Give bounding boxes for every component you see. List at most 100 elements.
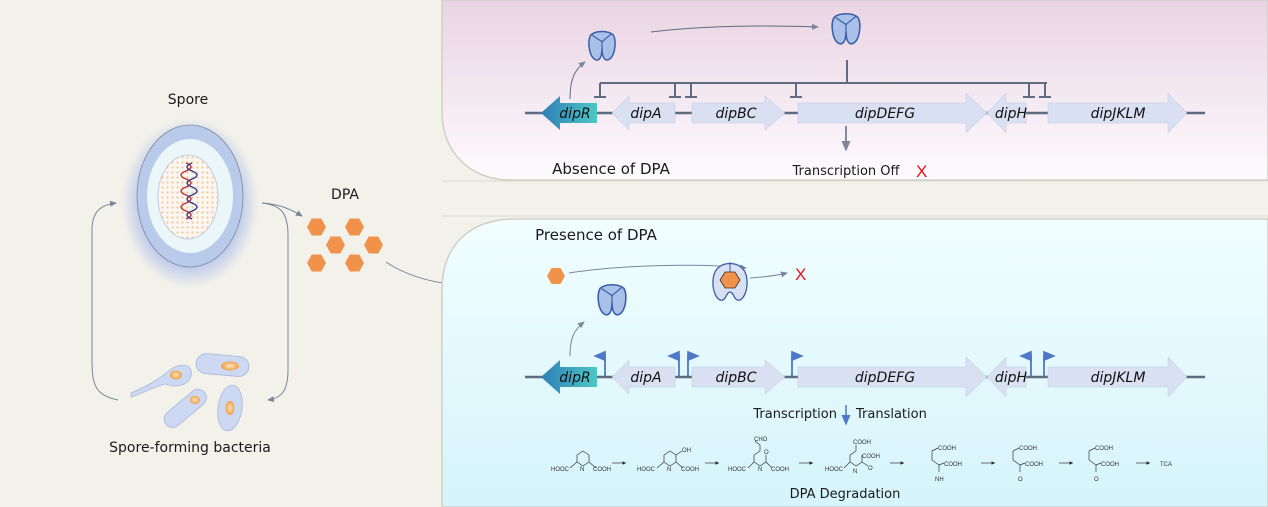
dpa-hexagon-icon [326,236,345,254]
expression-arrow [569,321,585,357]
bacterium-icon [130,364,192,398]
svg-text:O: O [764,450,769,456]
svg-text:OH: OH [682,448,691,454]
bacterium-icon [163,388,207,428]
gene-dipBC [691,359,786,395]
inhibit-x-mark: X [795,265,806,284]
svg-text:HOOC: HOOC [728,467,747,473]
gene-dipR [541,96,597,130]
dpa-hexagon-icon [307,254,326,272]
molecule-structure [569,450,597,469]
gene-dipH [986,92,1027,134]
spore-illustration [122,118,258,288]
gene-label: dipBC [715,370,756,386]
dpa-degradation-label: DPA Degradation [790,487,901,502]
svg-text:N: N [758,467,762,473]
svg-text:COOH: COOH [1101,462,1119,468]
svg-text:HOOC: HOOC [551,467,570,473]
spore-label: Spore [168,92,208,108]
release-arrow [261,202,303,217]
dpa-molecules [307,218,383,272]
svg-text:COOH: COOH [1025,462,1043,468]
repressor-move-arrow [650,23,819,33]
gene-label: dipDEFG [855,106,915,122]
expression-arrow [569,61,586,100]
gene-label: dipDEFG [855,370,915,386]
gene-dipA [611,359,676,395]
molecule-structure [843,445,869,469]
molecule-structure [747,440,773,469]
promoter-icon [687,350,700,377]
svg-text:N: N [667,467,671,473]
dpa-degradation-pathway [569,440,1150,472]
inhibit-arrow [749,271,788,279]
presence-title: Presence of DPA [535,226,658,244]
dpa-repressor-complex-icon [712,262,748,301]
promoter-icon [593,350,606,377]
gene-dipJKLM [1047,92,1188,134]
svg-text:O: O [1018,477,1023,483]
bottom-gene-cluster: dipR dipA dipBC dipDEFG dipH dipJKLM [525,356,1205,398]
svg-text:NH: NH [935,477,944,483]
svg-text:COOH: COOH [593,467,611,473]
svg-text:COOH: COOH [681,467,699,473]
gene-label: dipJKLM [1091,106,1146,122]
presence-panel: Presence of DPA X di [441,215,1268,507]
gene-dipH [986,356,1027,398]
bacterium-icon [217,384,243,432]
gene-dipBC [691,95,786,131]
molecule-structure [1088,447,1102,472]
pathway-labels: HOOC N COOH HOOC N COOH OH HOOC N COOH C… [551,437,1172,483]
gene-label: dipA [630,370,661,386]
cycle-arrow-down [261,202,289,403]
left-panel: Spore DPA [91,92,529,456]
gene-label: dipR [559,106,590,122]
promoter-icon [791,350,804,377]
transcription-label: Transcription [752,407,837,422]
tca-label: TCA [1160,462,1172,468]
gene-label: dipA [630,106,661,122]
absence-title: Absence of DPA [552,160,670,178]
svg-text:COOH: COOH [862,454,880,460]
svg-text:COOH: COOH [944,462,962,468]
dpa-label: DPA [331,187,359,203]
translation-label: Translation [855,407,927,422]
gene-label: dipJKLM [1091,370,1146,386]
gene-label: dipH [995,370,1028,386]
dpa-hexagon-icon [345,218,364,236]
molecule-structure [931,447,945,472]
gene-dipDEFG [797,92,988,134]
svg-text:COOH: COOH [1019,446,1037,452]
gene-dipR [541,360,597,394]
bacteria-illustration [130,353,250,432]
bacteria-label: Spore-forming bacteria [109,440,271,456]
dna-helix-icon [180,162,198,220]
transcription-off-label: Transcription Off [792,164,901,179]
bacterium-icon [195,353,250,377]
svg-text:N: N [853,469,857,475]
cycle-arrow-up [91,200,119,401]
svg-text:HOOC: HOOC [825,467,844,473]
svg-text:N: N [580,467,584,473]
repression-bracket [594,60,1051,98]
svg-text:COOH: COOH [938,446,956,452]
svg-text:COOH: COOH [1095,446,1113,452]
gene-dipA [611,95,676,131]
gene-label: dipH [995,106,1028,122]
promoter-icon [667,350,680,377]
svg-text:COOH: COOH [853,440,871,446]
absence-panel: dipR dipA dipBC dipDEFG dipH dipJKLM Abs… [441,0,1268,182]
svg-text:CHO: CHO [754,437,768,443]
dpa-hexagon-icon [307,218,326,236]
svg-text:O: O [868,466,873,472]
promoter-arrows [593,350,1056,377]
svg-text:HOOC: HOOC [637,467,656,473]
molecule-structure [656,450,684,469]
promoter-icon [1019,350,1032,377]
dpa-hexagon-icon [345,254,364,272]
top-gene-cluster: dipR dipA dipBC dipDEFG dipH dipJKLM [525,92,1205,134]
gene-dipJKLM [1047,356,1188,398]
promoter-icon [1043,350,1056,377]
svg-text:O: O [1094,477,1099,483]
